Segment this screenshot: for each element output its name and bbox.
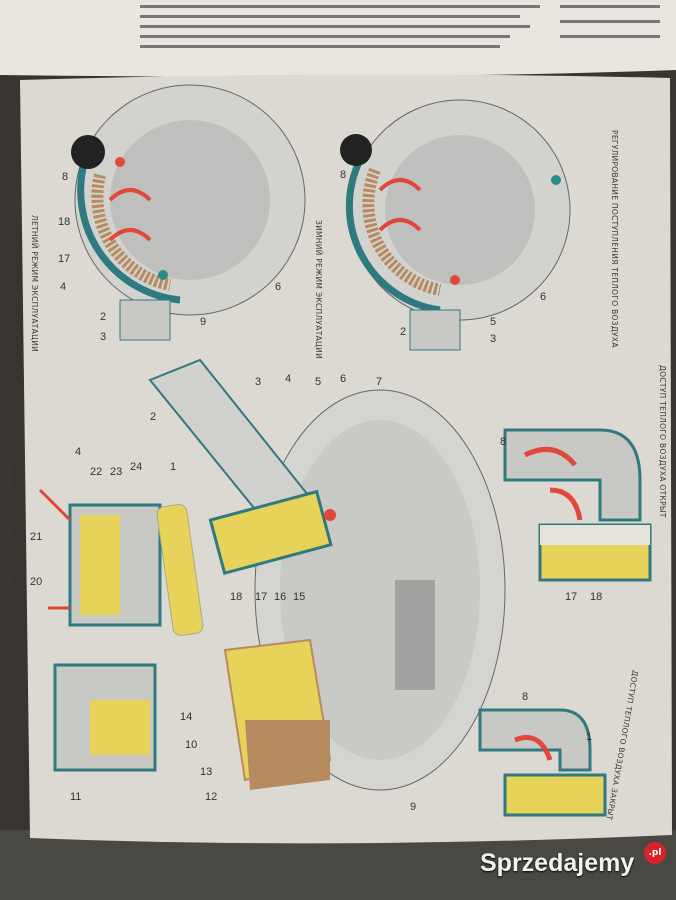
callouts-access: 8 17 18 8 1 (500, 436, 602, 743)
callout: 23 (110, 466, 122, 478)
callout: 17 (565, 591, 577, 603)
diagram-crankcase-ventilation (38, 488, 204, 772)
callout: 18 (230, 591, 242, 603)
callout: 9 (410, 801, 416, 813)
callout: 2 (400, 326, 406, 338)
callout: 18 (590, 591, 602, 603)
callout: 18 (58, 216, 70, 228)
diagram-main-air-cleaner (148, 358, 506, 791)
callout: 8 (340, 169, 346, 181)
callout: 8 (522, 691, 528, 703)
callout: 14 (180, 711, 192, 723)
watermark-tld-badge: .pl (644, 842, 666, 864)
diagram-access-closed (478, 708, 607, 817)
callout: 15 (293, 591, 305, 603)
callouts-main: 2 3 4 5 6 7 1 18 17 16 15 (150, 373, 382, 603)
callout: 4 (285, 373, 291, 385)
title-access-open: ДОСТУП ТЕПЛОГО ВОЗДУХА ОТКРЫТ (658, 365, 667, 518)
title-summer-mode: ЛЕТНИЙ РЕЖИМ ЭКСПЛУАТАЦИИ (30, 215, 39, 352)
callout: 20 (30, 576, 42, 588)
callout: 3 (490, 333, 496, 345)
callout: 2 (150, 411, 156, 423)
callout: 9 (200, 316, 206, 328)
callout: 3 (100, 331, 106, 343)
callout: 4 (60, 281, 66, 293)
previous-page-text (140, 5, 660, 48)
callout: 17 (58, 253, 70, 265)
callouts-summer: 8 18 17 4 2 3 9 6 (58, 171, 281, 343)
callout: 16 (274, 591, 286, 603)
diagram-winter-mode (340, 99, 571, 351)
title-crankcase-ventilation: ИСПАРИНКИ ... ВЕНТИЛЯЦИИ КАРТЕРА (4, 445, 13, 605)
callout: 5 (490, 316, 496, 328)
callout: 6 (540, 291, 546, 303)
previous-page (0, 0, 676, 77)
callout: 10 (185, 739, 197, 751)
callout: 8 (62, 171, 68, 183)
callout: 13 (200, 766, 212, 778)
callout: 7 (376, 376, 382, 388)
title-winter-mode: ЗИМНИЙ РЕЖИМ ЭКСПЛУАТАЦИИ (314, 220, 323, 359)
callout: 12 (205, 791, 217, 803)
watermark-logo: Sprzedajemy (480, 849, 635, 877)
diagram-summer-mode (71, 84, 306, 341)
callout: 8 (500, 436, 506, 448)
callout: 17 (255, 591, 267, 603)
callout: 21 (30, 531, 42, 543)
callouts-lower: 14 10 13 12 11 9 (70, 711, 416, 813)
callout: 22 (90, 466, 102, 478)
callout: 11 (70, 791, 81, 803)
callout: 1 (586, 731, 592, 743)
callout: 24 (130, 461, 142, 473)
callout: 6 (275, 281, 281, 293)
callout: 5 (315, 376, 321, 388)
callout: 3 (255, 376, 261, 388)
title-regulation: РЕГУЛИРОВАНИЕ ПОСТУПЛЕНИЯ ТЕПЛОГО ВОЗДУХ… (610, 130, 619, 348)
diagram-access-open (503, 428, 652, 582)
callout: 4 (75, 446, 81, 458)
callouts-crankcase: 4 24 23 22 21 20 (30, 446, 142, 588)
callout: 2 (100, 311, 106, 323)
callout: 6 (340, 373, 346, 385)
callout: 1 (170, 461, 176, 473)
callouts-winter: 8 2 5 3 6 (340, 169, 546, 345)
